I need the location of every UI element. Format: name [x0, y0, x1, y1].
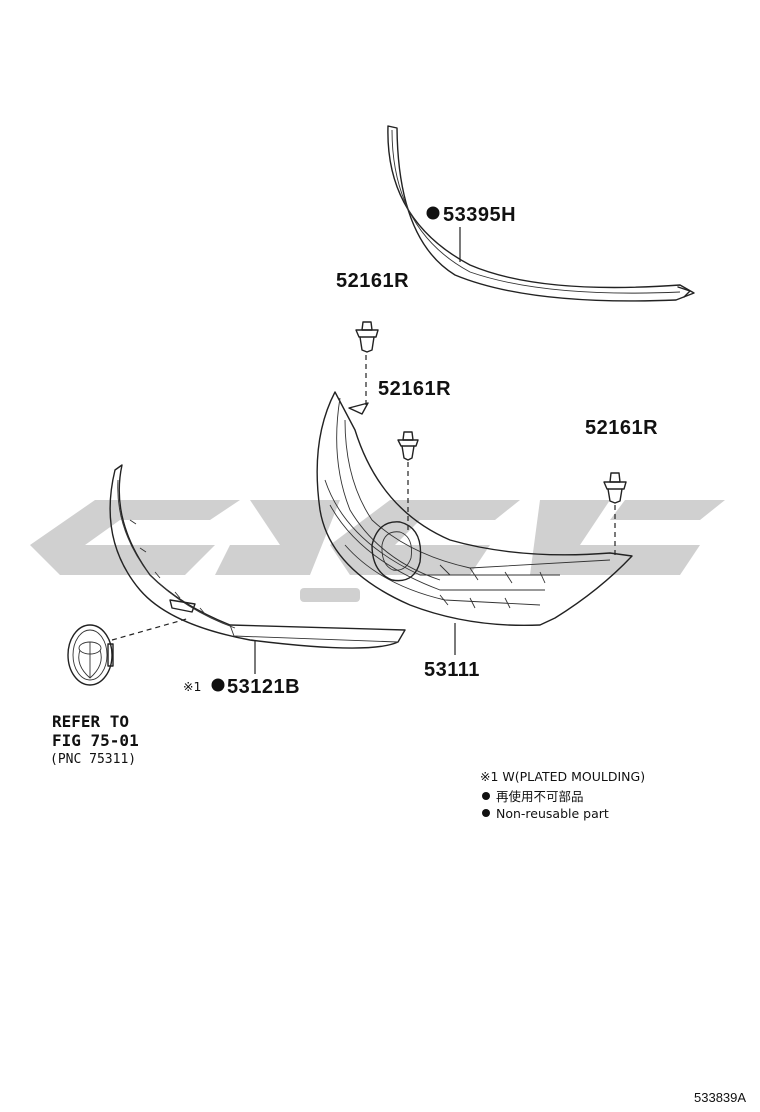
legend-non-reusable-en: Non-reusable part — [496, 806, 609, 821]
part-number-53121B: 53121B — [227, 676, 300, 698]
reference-line-2: FIG 75-01 — [52, 731, 139, 750]
part-number-53111: 53111 — [424, 659, 480, 681]
part-number-clip-1: 52161R — [336, 270, 409, 292]
diagram-id: 533839A — [694, 1090, 746, 1105]
plated-mark-prefix: ※1 — [183, 679, 201, 694]
emblem-part — [67, 624, 114, 686]
part-number-53395H: 53395H — [443, 204, 516, 226]
legend: ※1 W(PLATED MOULDING) 再使用不可部品 Non-reusab… — [480, 769, 645, 821]
clip-2-part — [397, 431, 419, 461]
clip-1-part — [355, 321, 379, 353]
part-number-clip-3: 52161R — [585, 417, 658, 439]
watermark-logo — [30, 500, 725, 602]
upper-moulding-part — [387, 125, 695, 302]
lower-moulding-part — [109, 464, 406, 649]
legend-bullet — [482, 809, 490, 817]
legend-bullet — [482, 792, 490, 800]
emblem-leader — [111, 617, 191, 641]
radiator-grille-part — [316, 391, 633, 627]
reference-line-3: (PNC 75311) — [50, 752, 136, 767]
clip-3-part — [603, 472, 627, 504]
non-reusable-mark — [426, 206, 440, 220]
legend-plated-moulding: ※1 W(PLATED MOULDING) — [480, 769, 645, 784]
non-reusable-mark — [211, 678, 225, 692]
legend-non-reusable-jp: 再使用不可部品 — [496, 789, 584, 804]
reference-line-1: REFER TO — [52, 712, 129, 731]
part-number-clip-2: 52161R — [378, 378, 451, 400]
